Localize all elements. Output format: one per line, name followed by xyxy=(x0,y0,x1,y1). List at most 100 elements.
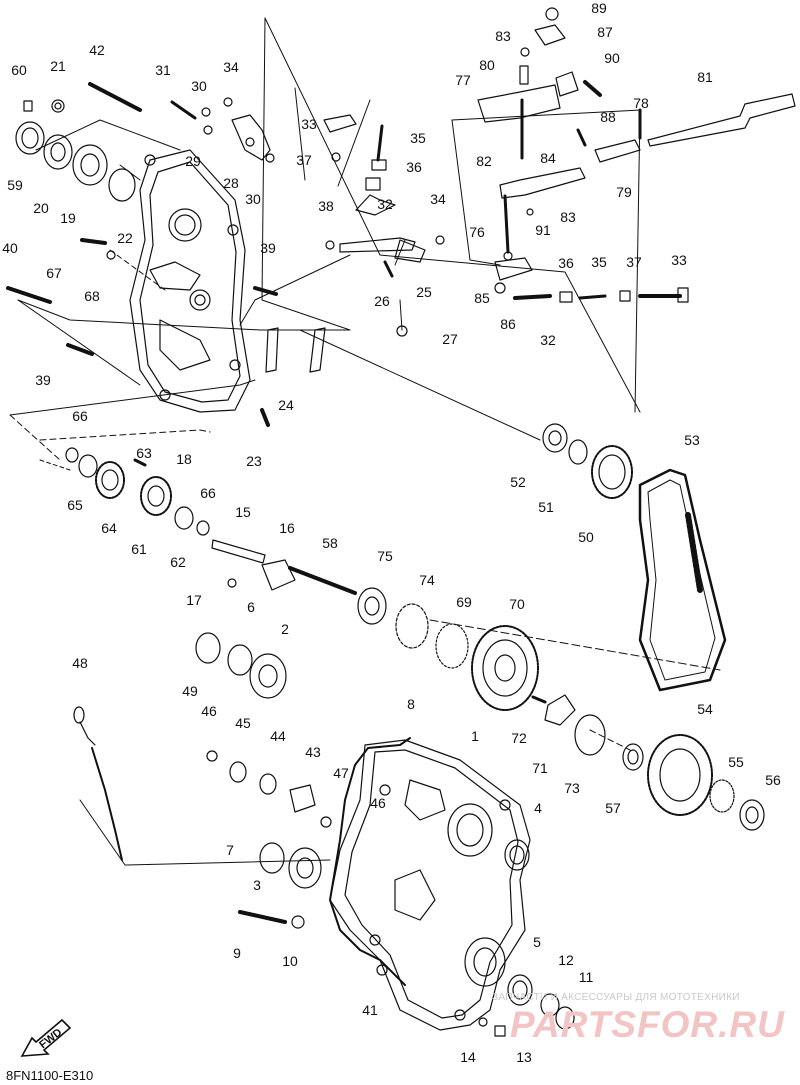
callout: 70 xyxy=(509,596,525,612)
callout: 63 xyxy=(136,445,152,461)
callout: 15 xyxy=(235,504,251,520)
callout: 23 xyxy=(246,453,262,469)
chaincase-cover-18 xyxy=(129,149,251,413)
callout: 69 xyxy=(456,594,472,610)
callout: 27 xyxy=(442,331,458,347)
callout: 76 xyxy=(469,224,485,240)
seals-lower-right xyxy=(478,839,575,1037)
callout: 66 xyxy=(72,408,88,424)
callout: 6 xyxy=(247,599,255,615)
callout: 62 xyxy=(170,554,186,570)
callout: 8 xyxy=(407,696,415,712)
callout: 29 xyxy=(185,153,201,169)
callout: 49 xyxy=(182,683,198,699)
callout: 57 xyxy=(605,800,621,816)
callout: 83 xyxy=(560,209,576,225)
callout: 1 xyxy=(471,728,479,744)
bearing-seal-set-left xyxy=(15,99,136,202)
callout: 35 xyxy=(591,254,607,270)
small-parts-lower-left xyxy=(206,750,332,828)
callout: 78 xyxy=(633,95,649,111)
callout: 66 xyxy=(200,485,216,501)
callout: 32 xyxy=(377,196,393,212)
callout: 44 xyxy=(270,728,286,744)
callout: 34 xyxy=(223,59,239,75)
callout: 64 xyxy=(101,520,117,536)
callout: 7 xyxy=(226,842,234,858)
callout: 75 xyxy=(377,548,393,564)
callout: 80 xyxy=(479,57,495,73)
throttle-linkage-upper-right xyxy=(477,7,796,303)
gear-assembly-right xyxy=(622,734,765,831)
callout: 30 xyxy=(191,78,207,94)
callout: 77 xyxy=(455,72,471,88)
callout: 4 xyxy=(534,800,542,816)
callout: 50 xyxy=(578,529,594,545)
callout: 88 xyxy=(600,109,616,125)
callout: 10 xyxy=(282,953,298,969)
callout: 20 xyxy=(33,200,49,216)
callout: 16 xyxy=(279,520,295,536)
callout: 5 xyxy=(533,934,541,950)
shafts-and-plates-center xyxy=(211,539,357,595)
callout: 52 xyxy=(510,474,526,490)
callout: 33 xyxy=(671,252,687,268)
callout: 37 xyxy=(296,152,312,168)
callout: 55 xyxy=(728,754,744,770)
callout: 12 xyxy=(558,952,574,968)
callout: 9 xyxy=(233,945,241,961)
callout: 72 xyxy=(511,730,527,746)
watermark-tagline: ЗАПЧАСТИ И АКСЕССУАРЫ ДЛЯ МОТОТЕХНИКИ xyxy=(492,992,740,1003)
callout: 17 xyxy=(186,592,202,608)
callout: 61 xyxy=(131,541,147,557)
callout: 46 xyxy=(201,703,217,719)
callout: 60 xyxy=(11,62,27,78)
linkage-bolts-upper-left xyxy=(88,82,396,216)
callout: 79 xyxy=(616,184,632,200)
callout: 24 xyxy=(278,397,294,413)
shift-linkage-center xyxy=(260,235,445,427)
callout: 73 xyxy=(564,780,580,796)
callout: 81 xyxy=(697,69,713,85)
main-chaincase-1 xyxy=(329,739,531,1031)
drive-sprockets-left xyxy=(65,447,210,536)
callout: 35 xyxy=(410,130,426,146)
callout: 54 xyxy=(697,701,713,717)
callout: 89 xyxy=(591,0,607,16)
fwd-arrow-icon: FWD xyxy=(20,1018,72,1057)
callout: 14 xyxy=(460,1049,476,1065)
callout: 42 xyxy=(89,42,105,58)
callout: 43 xyxy=(305,744,321,760)
callout: 28 xyxy=(223,175,239,191)
bearing-bolts-lower-left xyxy=(238,842,388,976)
callout: 37 xyxy=(626,254,642,270)
callout: 85 xyxy=(474,290,490,306)
callout: 25 xyxy=(416,284,432,300)
callout: 87 xyxy=(597,24,613,40)
callout: 36 xyxy=(558,255,574,271)
callout: 3 xyxy=(253,877,261,893)
upper-sprocket-chain xyxy=(542,423,727,692)
dipstick-48 xyxy=(73,706,123,861)
callout: 33 xyxy=(301,116,317,132)
callout: 38 xyxy=(318,198,334,214)
callout: 30 xyxy=(245,191,261,207)
callout: 74 xyxy=(419,572,435,588)
callout: 40 xyxy=(2,240,18,256)
callout: 58 xyxy=(322,535,338,551)
gasket-8 xyxy=(329,737,411,986)
callout: 39 xyxy=(35,372,51,388)
callout: 83 xyxy=(495,28,511,44)
callout: 18 xyxy=(176,451,192,467)
callout: 19 xyxy=(60,210,76,226)
callout: 34 xyxy=(430,191,446,207)
callout: 71 xyxy=(532,760,548,776)
callout: 48 xyxy=(72,655,88,671)
callout: 46 xyxy=(370,795,386,811)
callout: 91 xyxy=(535,222,551,238)
callout: 41 xyxy=(362,1002,378,1018)
callout: 32 xyxy=(540,332,556,348)
callout: 11 xyxy=(578,969,594,985)
